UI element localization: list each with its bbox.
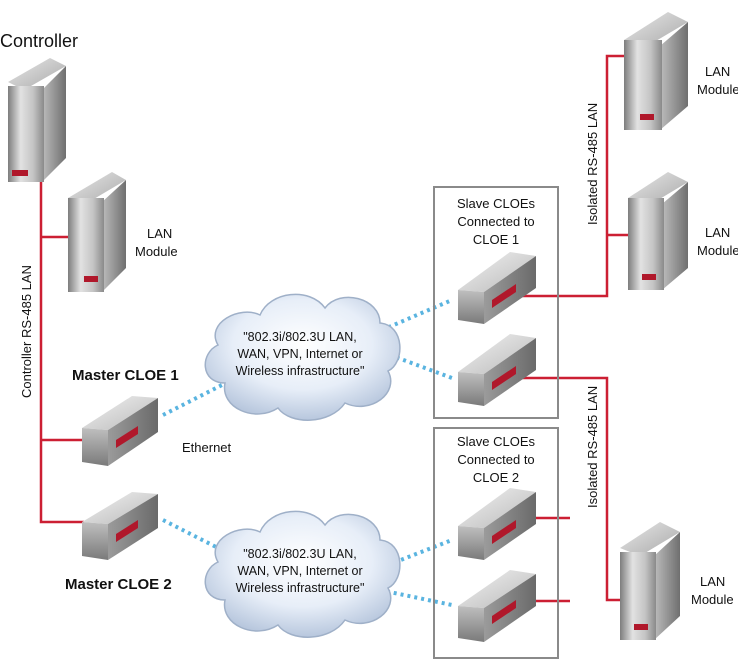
lan-module-bottom-right-label-2: Module: [691, 592, 734, 607]
lan-module-left-label-1: LAN: [147, 226, 172, 241]
slave-group-1-line-2: Connected to: [457, 214, 534, 229]
lan-module-top-right-label-2: Module: [697, 82, 738, 97]
controller-label: Controller: [0, 31, 78, 51]
network-cloud-1: "802.3i/802.3U LAN, WAN, VPN, Internet o…: [204, 293, 401, 421]
master-cloe-2-label: Master CLOE 2: [65, 576, 172, 593]
master-cloe-1-icon: [82, 396, 158, 466]
isolated-bus-2-label: Isolated RS-485 LAN: [585, 386, 600, 508]
slave-cloe-1b-icon: [458, 334, 536, 406]
slave-group-2-line-2: Connected to: [457, 452, 534, 467]
slave-cloe-2b-icon: [458, 570, 536, 642]
slave-group-1-line-3: CLOE 1: [473, 232, 519, 247]
isolated-rs485-bus-2: [522, 376, 620, 603]
controller-rs485-bus: [39, 170, 84, 524]
master-cloe-1-label: Master CLOE 1: [72, 367, 179, 384]
slave-group-2-box: [433, 427, 559, 659]
master-cloe-2-icon: [82, 492, 158, 560]
cloud-1-line-1: "802.3i/802.3U LAN,: [243, 330, 357, 344]
controller-tower-icon: [8, 58, 66, 182]
lan-module-bottom-right-label-1: LAN: [700, 574, 725, 589]
lan-module-mid-right-label-1: LAN: [705, 225, 730, 240]
network-cloud-2: "802.3i/802.3U LAN, WAN, VPN, Internet o…: [204, 510, 401, 638]
lan-module-mid-right-icon: [628, 172, 688, 290]
isolated-bus-1-label: Isolated RS-485 LAN: [585, 103, 600, 225]
ethernet-label: Ethernet: [182, 440, 232, 455]
cloud-2-line-2: WAN, VPN, Internet or: [237, 564, 362, 578]
slave-group-2-line-3: CLOE 2: [473, 470, 519, 485]
lan-module-left-label-2: Module: [135, 244, 178, 259]
cloud-1-line-2: WAN, VPN, Internet or: [237, 347, 362, 361]
slave-cloe-1a-icon: [458, 252, 536, 324]
slave-group-1-box: [433, 186, 559, 419]
lan-module-bottom-right-icon: [620, 522, 680, 640]
slave-group-1-line-1: Slave CLOEs: [457, 196, 536, 211]
ethernet-links: [162, 298, 453, 607]
lan-module-left-icon: [68, 172, 126, 292]
lan-module-mid-right-label-2: Module: [697, 243, 738, 258]
cloud-2-line-1: "802.3i/802.3U LAN,: [243, 547, 357, 561]
isolated-rs485-bus-1: [522, 54, 628, 298]
lan-module-top-right-icon: [624, 12, 688, 130]
controller-bus-label: Controller RS-485 LAN: [19, 265, 34, 398]
slave-group-2-line-1: Slave CLOEs: [457, 434, 536, 449]
lan-module-top-right-label-1: LAN: [705, 64, 730, 79]
cloud-2-line-3: Wireless infrastructure": [236, 581, 365, 595]
slave-cloe-2a-icon: [458, 488, 536, 560]
cloud-1-line-3: Wireless infrastructure": [236, 364, 365, 378]
